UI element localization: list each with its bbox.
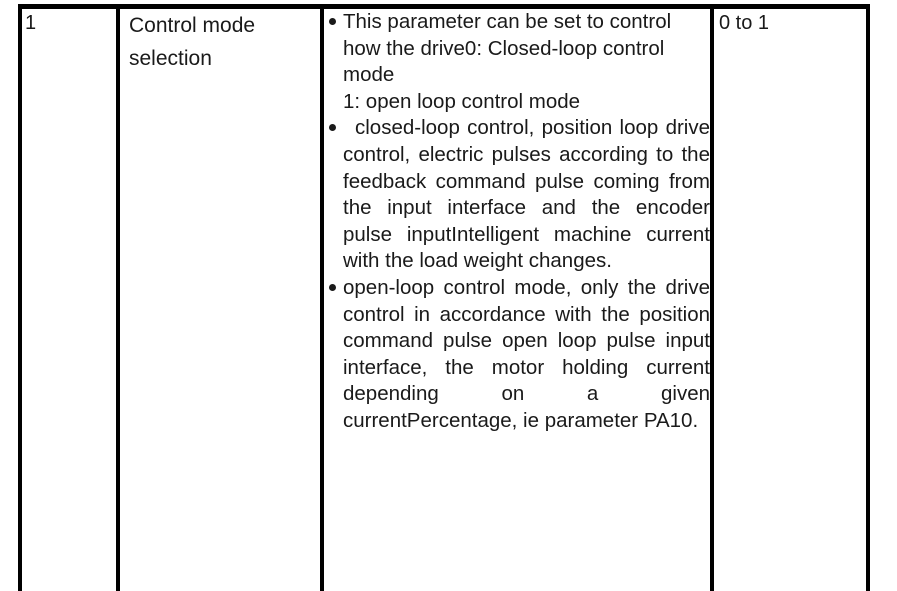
table-right-border bbox=[866, 6, 870, 591]
description-bullet-list: This parameter can be set to control how… bbox=[328, 9, 710, 435]
bullet-point-icon bbox=[329, 283, 336, 291]
bullet-point-icon bbox=[329, 124, 336, 132]
table-top-border bbox=[18, 4, 870, 9]
bullet-point-icon bbox=[329, 18, 336, 25]
table-cell-description: This parameter can be set to control how… bbox=[328, 9, 710, 435]
list-item: This parameter can be set to control how… bbox=[328, 9, 710, 115]
table-left-border bbox=[18, 6, 22, 591]
parameter-name-value: Control mode selection bbox=[129, 14, 256, 70]
table-cell-name: Control mode selection bbox=[129, 9, 311, 75]
table-cell-range: 0 to 1 bbox=[719, 10, 859, 37]
parameter-index-value: 1 bbox=[25, 12, 37, 34]
table-column-divider-2 bbox=[320, 6, 324, 591]
table-column-divider-3 bbox=[710, 6, 714, 591]
parameter-range-value: 0 to 1 bbox=[719, 12, 770, 34]
table-cell-index: 1 bbox=[25, 10, 111, 37]
list-item: closed-loop control, position loop drive… bbox=[328, 115, 710, 275]
bullet-text: closed-loop control, position loop drive… bbox=[343, 116, 710, 273]
bullet-text: open-loop control mode, only the drive c… bbox=[343, 275, 710, 432]
bullet-text: This parameter can be set to control how… bbox=[343, 10, 672, 113]
list-item: open-loop control mode, only the drive c… bbox=[328, 275, 710, 435]
table-column-divider-1 bbox=[116, 6, 120, 591]
